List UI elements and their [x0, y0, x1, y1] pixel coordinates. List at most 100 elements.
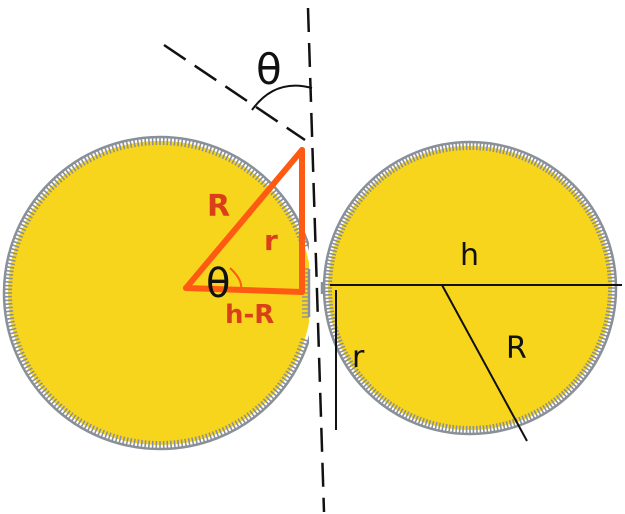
- membrane-bristle: [521, 152, 526, 161]
- membrane-bristle: [272, 387, 280, 395]
- membrane-bristle: [324, 300, 333, 303]
- left-cell: [2, 135, 311, 451]
- membrane-bristle: [563, 388, 570, 396]
- membrane-bristle: [427, 147, 432, 157]
- membrane-bristle: [198, 435, 202, 444]
- membrane-bristle: [410, 414, 416, 423]
- membrane-bristle: [191, 437, 195, 446]
- membrane-bristle: [434, 421, 438, 430]
- membrane-bristle: [16, 351, 25, 357]
- membrane-bristle: [565, 182, 573, 190]
- membrane-bristle: [607, 273, 616, 276]
- membrane-bristle: [328, 252, 337, 256]
- membrane-bristle: [262, 398, 270, 406]
- membrane-bristle: [218, 428, 224, 437]
- membrane-bristle: [73, 416, 80, 424]
- membrane-bristle: [392, 163, 398, 172]
- membrane-bristle: [292, 223, 301, 229]
- membrane-bristle: [300, 337, 309, 342]
- membrane-bristle: [407, 155, 413, 164]
- membrane-bristle: [349, 204, 357, 211]
- membrane-bristle: [228, 154, 234, 163]
- membrane-bristle: [267, 393, 275, 400]
- membrane-bristle: [389, 165, 396, 174]
- membrane-bristle: [414, 415, 419, 424]
- membrane-bristle: [194, 141, 199, 150]
- membrane-bristle: [5, 273, 14, 276]
- membrane-bristle: [550, 169, 557, 177]
- membrane-bristle: [10, 247, 19, 252]
- membrane-bristle: [338, 348, 347, 354]
- membrane-bristle: [19, 357, 28, 363]
- membrane-bristle: [375, 392, 382, 401]
- membrane-bristle: [27, 210, 35, 216]
- membrane-bristle: [129, 438, 133, 447]
- membrane-bristle: [61, 170, 68, 179]
- membrane-bristle: [377, 173, 385, 181]
- membrane-bristle: [208, 145, 213, 154]
- membrane-bristle: [35, 382, 43, 389]
- membrane-bristle: [6, 317, 15, 321]
- membrane-bristle: [598, 235, 607, 240]
- membrane-bristle: [448, 424, 451, 433]
- membrane-bristle: [25, 367, 33, 373]
- membrane-bristle: [328, 320, 337, 324]
- membrane-bristle: [386, 167, 393, 175]
- membrane-bristle: [584, 207, 593, 214]
- membrane-bristle: [383, 399, 390, 407]
- membrane-bristle: [279, 379, 287, 386]
- membrane-bristle: [597, 232, 606, 237]
- membrane-bristle: [604, 255, 613, 259]
- membrane-bristle: [287, 367, 295, 373]
- membrane-bristle: [215, 429, 220, 438]
- membrane-bristle: [237, 160, 243, 168]
- membrane-bristle: [10, 334, 19, 339]
- membrane-bristle: [351, 368, 359, 375]
- membrane-bristle: [499, 145, 503, 154]
- membrane-bristle: [328, 248, 338, 253]
- membrane-bristle: [5, 310, 14, 313]
- membrane-bristle: [45, 186, 53, 193]
- membrane-bristle: [8, 254, 17, 259]
- membrane-bristle: [389, 402, 396, 411]
- membrane-bristle: [13, 344, 22, 350]
- membrane-bristle: [583, 365, 591, 372]
- membrane-bristle: [407, 412, 413, 421]
- membrane-bristle: [125, 437, 129, 446]
- membrane-bristle: [4, 306, 13, 309]
- membrane-bristle: [290, 219, 299, 225]
- membrane-bristle: [334, 232, 343, 237]
- membrane-bristle: [574, 376, 583, 383]
- membrane-bristle: [4, 302, 13, 306]
- membrane-bristle: [29, 206, 37, 213]
- membrane-bristle: [272, 191, 280, 199]
- membrane-bristle: [208, 432, 213, 441]
- membrane-bristle: [605, 310, 615, 314]
- membrane-bristle: [380, 397, 387, 405]
- membrane-bristle: [277, 197, 285, 204]
- membrane-bristle: [33, 379, 41, 386]
- membrane-bristle: [606, 266, 615, 269]
- membrane-bristle: [603, 252, 612, 256]
- membrane-bristle: [50, 398, 58, 406]
- membrane-bristle: [337, 345, 346, 351]
- membrane-bristle: [563, 180, 570, 188]
- right-cell-body: [328, 146, 612, 430]
- membrane-bristle: [417, 151, 422, 160]
- membrane-bristle: [335, 228, 344, 234]
- membrane-bristle: [495, 423, 499, 432]
- membrane-bristle: [173, 137, 176, 146]
- membrane-bristle: [194, 436, 199, 445]
- membrane-bristle: [246, 166, 253, 174]
- membrane-bristle: [565, 386, 573, 394]
- membrane-bristle: [370, 180, 377, 188]
- membrane-bristle: [345, 360, 354, 366]
- membrane-bristle: [254, 405, 262, 413]
- membrane-bristle: [90, 152, 96, 161]
- membrane-bristle: [211, 146, 217, 155]
- membrane-bristle: [444, 143, 448, 153]
- membrane-bristle: [13, 236, 22, 242]
- membrane-bristle: [298, 344, 307, 350]
- membrane-bristle: [37, 385, 46, 392]
- geometry-triangle: [183, 147, 305, 295]
